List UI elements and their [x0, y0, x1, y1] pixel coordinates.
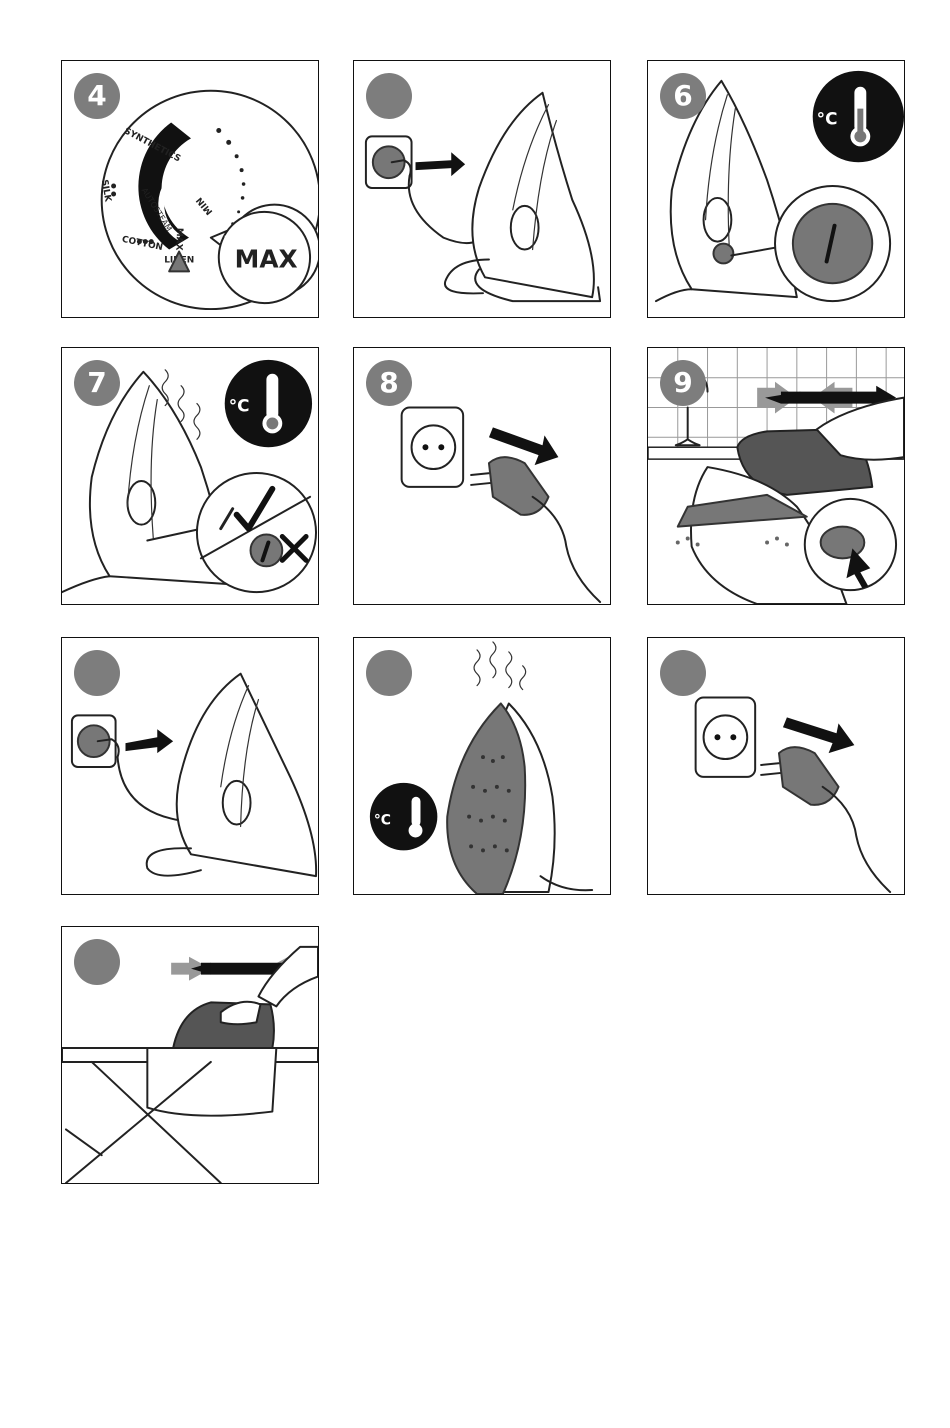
plug-icon — [489, 457, 549, 515]
step-11-panel: °C — [353, 637, 611, 895]
step-badge — [366, 650, 412, 696]
step-badge — [366, 73, 412, 119]
iron-icon — [177, 674, 316, 876]
step-4-panel: 4 SYNTHETICS SILK AUTOSTEAM COTTON LINEN… — [61, 60, 319, 318]
step-6-panel: 6 °C — [647, 60, 905, 318]
thermometer-label: °C — [817, 109, 838, 129]
indicator-light-icon — [713, 244, 733, 264]
step-badge: 8 — [366, 360, 412, 406]
step-5-panel — [353, 60, 611, 318]
heat-waves-icon — [474, 642, 526, 690]
dial-label-max: MAX — [173, 228, 184, 251]
soleplate-icon — [447, 703, 525, 894]
step-badge — [74, 939, 120, 985]
step-badge: 6 — [660, 73, 706, 119]
plug-icon — [779, 747, 839, 805]
thermometer-label: °C — [374, 813, 391, 829]
step-badge: 9 — [660, 360, 706, 406]
step-10-panel — [61, 637, 319, 895]
step-9-panel: 9 — [647, 347, 905, 605]
iron-icon — [472, 93, 594, 297]
step-12-panel — [647, 637, 905, 895]
step-13-panel — [61, 926, 319, 1184]
step-badge — [74, 650, 120, 696]
garment-icon — [147, 1048, 276, 1116]
step-badge — [660, 650, 706, 696]
step-8-panel: 8 — [353, 347, 611, 605]
magnify-callout — [197, 473, 316, 592]
arrow-left-icon — [126, 729, 174, 753]
step-7-panel: 7 °C — [61, 347, 319, 605]
thermometer-label: °C — [229, 396, 250, 416]
arm-icon — [258, 947, 318, 1007]
steam-button-icon — [821, 527, 865, 559]
step-badge: 7 — [74, 360, 120, 406]
step-badge: 4 — [74, 73, 120, 119]
arrow-left-icon — [416, 152, 466, 176]
max-callout-text: MAX — [235, 244, 298, 273]
